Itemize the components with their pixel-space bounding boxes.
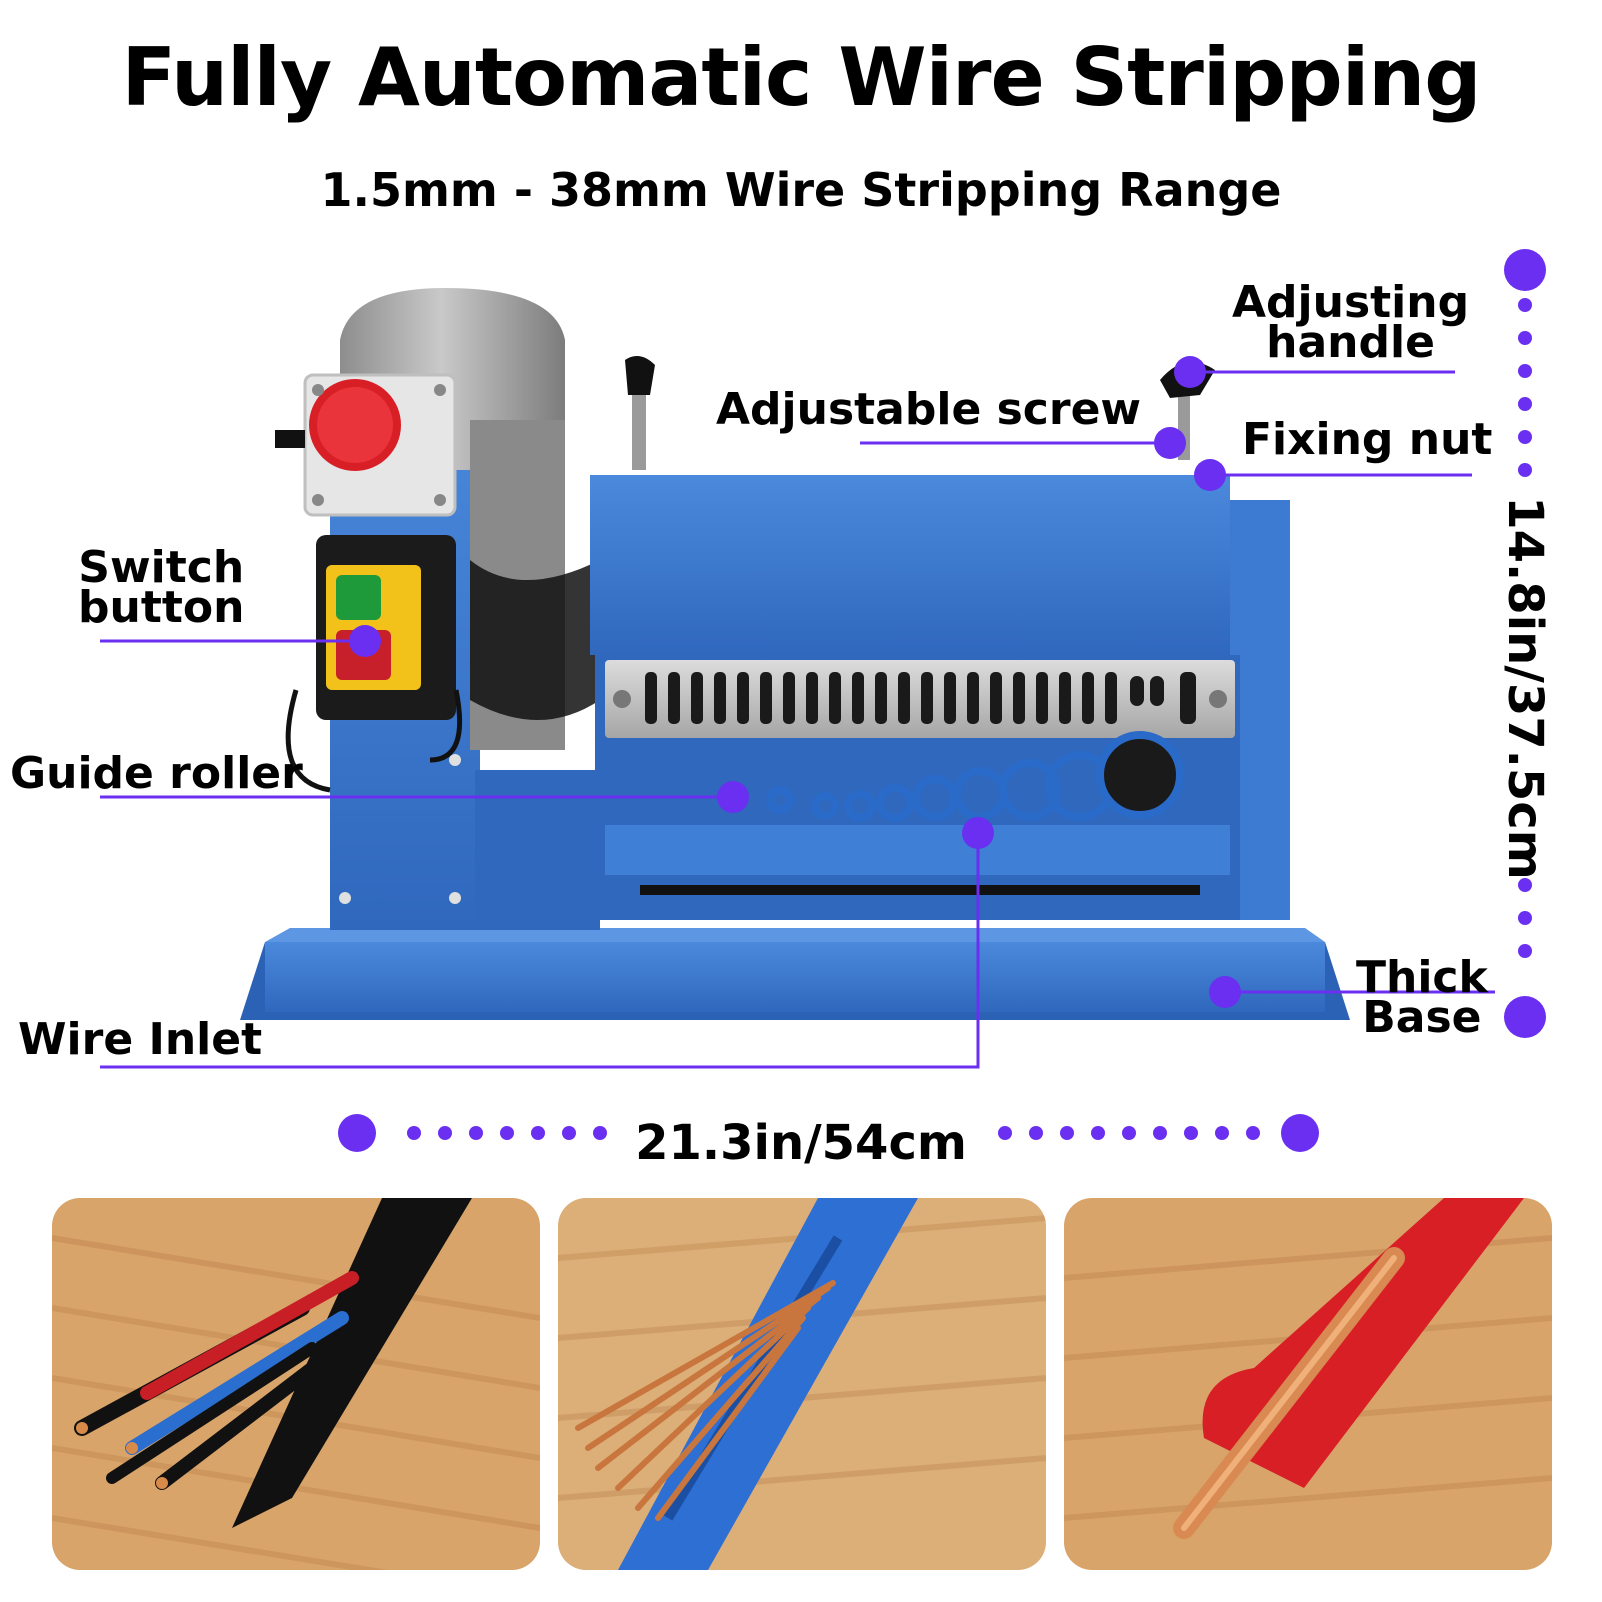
label-switch-button: Switch button — [78, 542, 245, 633]
width-dimension-label: 21.3in/54cm — [635, 1115, 967, 1171]
switch-box — [285, 535, 463, 793]
label-thick-base: Thick Base — [1356, 952, 1488, 1043]
width-dimension-line — [338, 1114, 1319, 1152]
emergency-stop-box — [275, 373, 457, 517]
photo-multi-core-cable — [52, 1198, 540, 1570]
page-title: Fully Automatic Wire Stripping — [121, 31, 1482, 124]
height-dimension-line — [1504, 249, 1546, 1038]
label-guide-roller: Guide roller — [10, 748, 303, 799]
callout-lines — [100, 370, 1495, 1069]
label-adjustable-screw: Adjustable screw — [716, 384, 1142, 435]
label-adjusting-handle: Adjusting handle — [1232, 277, 1470, 368]
label-wire-inlet: Wire Inlet — [18, 1014, 263, 1065]
thick-base — [240, 928, 1350, 1020]
photo-red-cable-stripped — [1064, 1198, 1552, 1570]
page-subtitle: 1.5mm - 38mm Wire Stripping Range — [320, 163, 1282, 217]
guide-plate — [605, 660, 1235, 738]
guide-rollers — [766, 731, 1184, 822]
photo-blue-cable-stripped — [558, 1198, 1046, 1570]
label-fixing-nut: Fixing nut — [1242, 414, 1493, 465]
callout-dots — [349, 356, 1241, 1008]
